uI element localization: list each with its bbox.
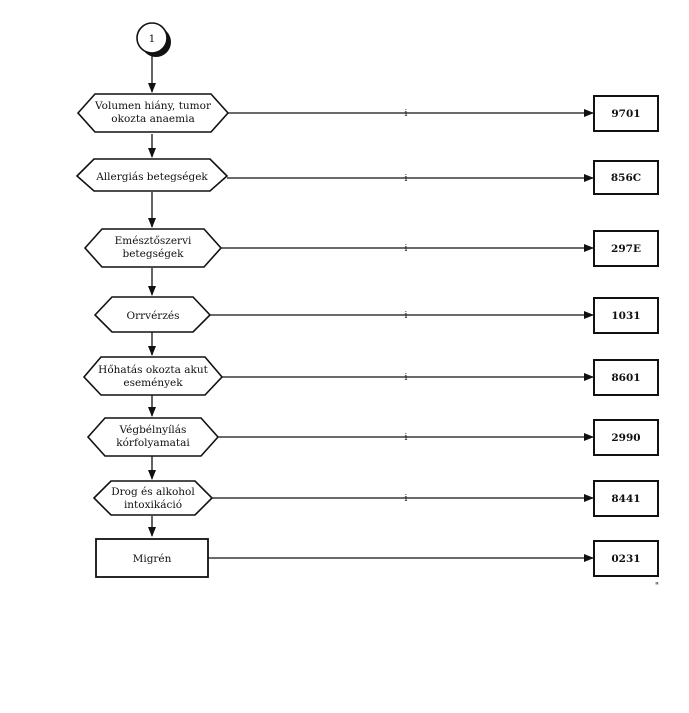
branch-label: i <box>405 311 408 321</box>
decision-label-line: okozta anaemia <box>111 113 194 125</box>
final-label: Migrén <box>133 553 172 565</box>
code-box <box>593 480 659 517</box>
connector-label: 1 <box>149 33 156 45</box>
decision-step-6: Végbélnyílás kórfolyamatai i 2990 <box>86 417 659 457</box>
decision-step-2: Allergiás betegségek i 856C <box>75 158 659 195</box>
decision-step-3: Emésztőszervi betegségek i 297E <box>83 228 659 268</box>
code-text: 856C <box>611 172 641 184</box>
code-text: 8441 <box>611 493 640 505</box>
code-text: 297E <box>611 243 641 255</box>
code-box <box>593 160 659 195</box>
code-box <box>593 419 659 456</box>
decision-label-line: kórfolyamatai <box>116 437 190 449</box>
decision-step-4: Orrvérzés i 1031 <box>93 296 659 334</box>
decision-label-line: intoxikáció <box>124 499 182 511</box>
code-box <box>593 540 659 577</box>
code-box <box>593 230 659 267</box>
code-text: 9701 <box>611 108 640 120</box>
final-step: Migrén 0231 <box>95 538 659 578</box>
code-box <box>593 359 659 396</box>
decision-label-line: Orrvérzés <box>127 310 180 322</box>
branch-label: i <box>405 373 408 383</box>
decision-step-7: Drog és alkohol intoxikáció i 8441 <box>92 480 659 517</box>
decision-label-line: Allergiás betegségek <box>95 171 208 183</box>
decision-label-line: Volumen hiány, tumor <box>94 100 212 112</box>
code-text: 8601 <box>611 372 640 384</box>
code-text: 2990 <box>611 432 640 444</box>
decision-label-line: események <box>123 377 183 389</box>
decision-label-line: Emésztőszervi <box>115 234 192 247</box>
branch-label: i <box>405 109 408 119</box>
code-text: 0231 <box>611 553 640 565</box>
branch-label: i <box>405 433 408 443</box>
branch-label: i <box>405 244 408 254</box>
code-text: 1031 <box>611 310 640 322</box>
footnote-mark: " <box>655 582 659 592</box>
decision-hexagon <box>75 158 229 192</box>
start-connector: 1 <box>136 22 171 57</box>
code-box <box>593 95 659 132</box>
decision-label-line: betegségek <box>123 248 185 260</box>
decision-step-1: Volumen hiány, tumor okozta anaemia i 97… <box>76 93 659 133</box>
branch-label: i <box>405 174 408 184</box>
branch-label: i <box>405 494 408 504</box>
code-box <box>593 297 659 334</box>
decision-hexagon <box>82 356 224 396</box>
final-process-box <box>95 538 209 578</box>
decision-label-line: Végbélnyílás <box>119 424 187 436</box>
decision-label-line: Hőhatás okozta akut <box>98 363 208 376</box>
decision-label-line: Drog és alkohol <box>111 486 195 498</box>
decision-step-5: Hőhatás okozta akut események i 8601 <box>82 356 659 396</box>
